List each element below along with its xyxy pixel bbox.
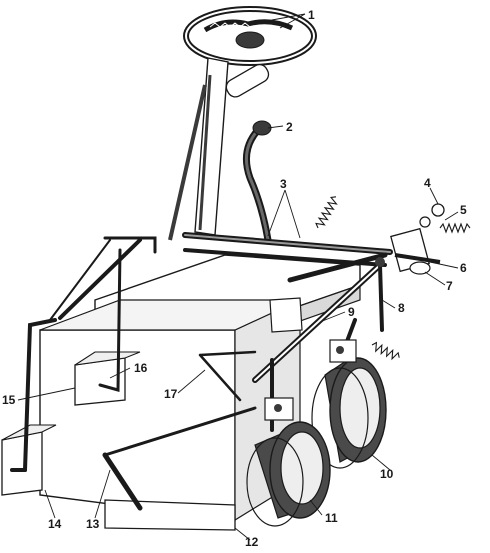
base-block [104,499,236,531]
leader-lines [17,13,459,541]
gear-lever [242,120,272,241]
label-4: 4 [424,176,431,190]
rear-wheel [311,353,387,469]
label-14: 14 [48,517,62,531]
label-13: 13 [86,517,100,531]
linkage-rods [10,232,393,511]
label-9: 9 [348,305,355,319]
label-11: 11 [325,511,338,525]
label-2: 2 [286,120,293,134]
label-5: 5 [460,203,467,217]
label-16: 16 [134,361,148,375]
label-1: 1 [308,8,315,22]
pivot-assembly [375,203,445,275]
wheel-brackets [264,339,357,421]
wheel-hub [235,31,265,49]
label-12: 12 [245,535,259,549]
label-15: 15 [2,393,16,407]
label-8: 8 [398,301,405,315]
box-15-top [1,424,57,441]
front-wheel [246,421,331,527]
steering-assembly [168,6,317,241]
part-labels: 1 2 3 4 5 6 7 8 9 10 11 12 13 14 15 16 1… [2,8,467,549]
label-17: 17 [164,387,178,401]
springs [315,196,471,361]
box-16-top [74,351,141,366]
bracket-9 [269,297,303,333]
label-3: 3 [280,177,287,191]
label-10: 10 [380,467,394,481]
label-7: 7 [446,279,453,293]
column-sleeve [225,63,270,98]
box-15-front [1,431,43,496]
column-tie-rod [168,84,207,241]
label-6: 6 [460,261,467,275]
